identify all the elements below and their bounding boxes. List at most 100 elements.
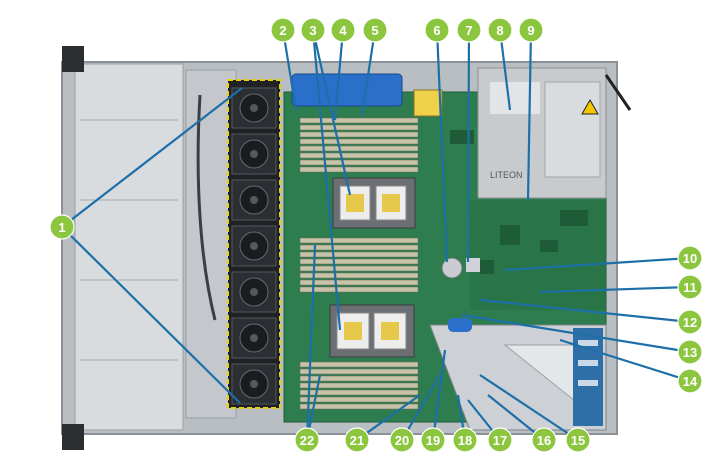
callout-4: 4 xyxy=(330,17,356,43)
callout-number: 8 xyxy=(496,23,503,38)
psu-label-plate xyxy=(490,82,540,114)
dimm-slot xyxy=(299,368,419,375)
callout-number: 13 xyxy=(683,345,697,360)
dimm-slot xyxy=(299,251,419,258)
callout-circle xyxy=(294,427,320,453)
leader-line xyxy=(356,394,421,441)
fan-module xyxy=(231,87,277,129)
dimm-slot xyxy=(299,286,419,293)
leader-line xyxy=(504,256,691,272)
callout-number: 4 xyxy=(339,23,347,38)
psu-brand-text: LITEON xyxy=(490,170,523,180)
leader-line xyxy=(559,338,691,383)
callout-circle xyxy=(677,368,703,394)
callout-17: 17 xyxy=(487,427,513,453)
callout-number: 3 xyxy=(309,23,316,38)
leader-line xyxy=(526,29,533,201)
callout-number: 7 xyxy=(465,23,472,38)
leader-line xyxy=(479,374,579,441)
callout-11: 11 xyxy=(677,274,703,300)
callout-circle xyxy=(531,427,557,453)
callout-20: 20 xyxy=(389,427,415,453)
callout-circle xyxy=(270,17,296,43)
callout-circle xyxy=(487,17,513,43)
callout-7: 7 xyxy=(456,17,482,43)
dimm-bank-middle xyxy=(299,237,419,293)
callout-circle xyxy=(49,214,75,240)
dimm-slot xyxy=(299,375,419,382)
callout-number: 1 xyxy=(58,220,65,235)
callout-number: 9 xyxy=(527,23,534,38)
cpu-2 xyxy=(329,304,415,358)
fan-module xyxy=(231,225,277,267)
power-connector xyxy=(413,89,443,117)
callout-circle xyxy=(518,17,544,43)
callout-10: 10 xyxy=(677,245,703,271)
leader-line xyxy=(498,29,512,111)
power-cord xyxy=(604,74,632,111)
rack-ear-top xyxy=(62,46,84,72)
riser-card-stripes xyxy=(578,340,598,386)
dimm-slot xyxy=(299,361,419,368)
callout-15: 15 xyxy=(565,427,591,453)
dimm-slot xyxy=(299,403,419,410)
callout-number: 17 xyxy=(493,433,507,448)
blue-latch xyxy=(291,73,403,107)
callout-circle xyxy=(565,427,591,453)
callout-circle xyxy=(677,245,703,271)
callout-circle xyxy=(452,427,478,453)
callout-3: 3 xyxy=(300,17,326,43)
dimm-slot xyxy=(299,237,419,244)
callout-number: 16 xyxy=(537,433,551,448)
callout-13: 13 xyxy=(677,339,703,365)
dimm-slot xyxy=(299,117,419,124)
dimm-slot xyxy=(299,258,419,265)
callout-number: 19 xyxy=(426,433,440,448)
internal-cable xyxy=(196,94,217,321)
callout-number: 18 xyxy=(458,433,472,448)
dimm-slot xyxy=(299,244,419,251)
callout-14: 14 xyxy=(677,368,703,394)
dimm-slot xyxy=(299,279,419,286)
leader-line xyxy=(461,313,691,354)
callout-number: 2 xyxy=(279,23,286,38)
callout-5: 5 xyxy=(362,17,388,43)
leader-line xyxy=(333,29,345,121)
callout-circle xyxy=(389,427,415,453)
callout-number: 20 xyxy=(395,433,409,448)
callout-number: 22 xyxy=(300,433,314,448)
callout-circle xyxy=(677,274,703,300)
callout-circle xyxy=(456,17,482,43)
dimm-slot xyxy=(299,124,419,131)
callout-circle xyxy=(677,309,703,335)
dimm-slot xyxy=(299,389,419,396)
callout-6: 6 xyxy=(424,17,450,43)
leader-line xyxy=(466,29,471,263)
psu-fan-housing xyxy=(544,81,601,178)
dimm-bank-upper xyxy=(299,117,419,173)
callout-18: 18 xyxy=(452,427,478,453)
callout-number: 21 xyxy=(350,433,364,448)
callout-19: 19 xyxy=(420,427,446,453)
callout-circle xyxy=(677,339,703,365)
callout-22: 22 xyxy=(294,427,320,453)
leader-line xyxy=(61,87,243,228)
callout-12: 12 xyxy=(677,309,703,335)
leader-lines xyxy=(61,29,691,441)
leader-line xyxy=(431,349,447,441)
board-components xyxy=(450,130,588,274)
rack-ear-bottom xyxy=(62,424,84,450)
callout-circle xyxy=(487,427,513,453)
riser-blue-tab xyxy=(448,318,472,332)
front-drive-bay xyxy=(74,63,184,431)
dimm-bank-lower xyxy=(299,361,419,410)
dimm-slot xyxy=(299,152,419,159)
callout-number: 14 xyxy=(683,374,698,389)
dimm-slot xyxy=(299,131,419,138)
dimm-slot xyxy=(299,145,419,152)
callout-circle xyxy=(300,17,326,43)
callout-2: 2 xyxy=(270,17,296,43)
dimm-slot xyxy=(299,159,419,166)
leader-line xyxy=(305,244,317,441)
